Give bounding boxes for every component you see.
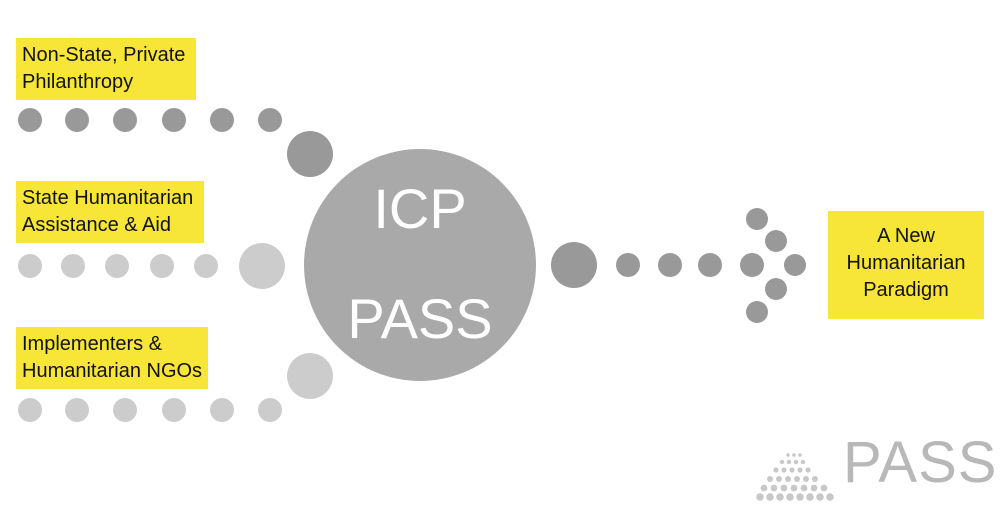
logo-dot: [816, 493, 824, 501]
state-dot: [18, 254, 42, 278]
logo-dot: [800, 459, 806, 465]
label-implementers-humanitarian-ngos: Implementers & Humanitarian NGOs: [16, 327, 208, 389]
logo-dot: [766, 493, 774, 501]
logo-dot: [812, 476, 818, 482]
logo-dot: [790, 484, 798, 492]
logo-dot: [810, 484, 818, 492]
center-text-pass: PASS: [347, 287, 492, 350]
implementers-dot-row: [18, 353, 333, 422]
state-large-dot: [239, 243, 285, 289]
logo-dot: [770, 484, 778, 492]
logo-dot: [794, 476, 800, 482]
implementers-dot: [258, 398, 282, 422]
logo-dot: [780, 484, 788, 492]
logo-dot: [798, 453, 802, 457]
label-line: Non-State, Private: [22, 44, 186, 66]
non-state-dot: [258, 108, 282, 132]
logo-dot: [776, 493, 784, 501]
logo-dot: [773, 467, 779, 473]
logo-dot: [779, 459, 785, 465]
label-line: Assistance & Aid: [22, 214, 171, 236]
center-text-icp: ICP: [373, 177, 466, 240]
output-dot: [698, 253, 722, 277]
logo-dot: [785, 476, 791, 482]
logo-dot: [789, 467, 795, 473]
state-dot: [194, 254, 218, 278]
non-state-dot: [210, 108, 234, 132]
label-line: Philanthropy: [22, 71, 134, 93]
logo-dot: [792, 453, 796, 457]
state-dot: [105, 254, 129, 278]
logo-dot: [803, 476, 809, 482]
label-line: A New: [877, 225, 935, 247]
label-new-humanitarian-paradigm: A New Humanitarian Paradigm: [828, 211, 984, 319]
non-state-dot: [162, 108, 186, 132]
logo-dot: [806, 493, 814, 501]
label-line: State Humanitarian: [22, 187, 194, 209]
state-dot: [150, 254, 174, 278]
arrow-dot: [784, 254, 806, 276]
label-line: Paradigm: [863, 279, 949, 301]
logo-dot: [781, 467, 787, 473]
implementers-dot: [210, 398, 234, 422]
non-state-dot: [65, 108, 89, 132]
center-node: ICP PASS: [304, 149, 536, 381]
logo-dot: [756, 493, 764, 501]
logo-dot: [760, 484, 768, 492]
logo-dot: [786, 493, 794, 501]
non-state-dot: [18, 108, 42, 132]
output-dot: [616, 253, 640, 277]
output-large-dot: [551, 242, 597, 288]
non-state-dot-row: [18, 108, 333, 177]
logo-dot: [793, 459, 799, 465]
center-circle: [304, 149, 536, 381]
logo-dot: [820, 484, 828, 492]
implementers-large-dot: [287, 353, 333, 399]
non-state-dot: [113, 108, 137, 132]
implementers-dot: [18, 398, 42, 422]
label-non-state-private-philanthropy: Non-State, Private Philanthropy: [16, 38, 196, 100]
logo-dot: [786, 459, 792, 465]
implementers-dot: [65, 398, 89, 422]
logo-dot: [826, 493, 834, 501]
arrow-dot: [746, 208, 768, 230]
non-state-large-dot: [287, 131, 333, 177]
state-dot-row: [18, 243, 285, 289]
output-dot-row: [551, 242, 764, 288]
label-line: Humanitarian: [846, 252, 966, 274]
label-state-humanitarian-assistance: State Humanitarian Assistance & Aid: [16, 181, 204, 243]
state-dot: [61, 254, 85, 278]
logo-dot: [786, 453, 790, 457]
implementers-dot: [113, 398, 137, 422]
arrow-dot: [765, 230, 787, 252]
logo-dot: [797, 467, 803, 473]
logo-dot: [776, 476, 782, 482]
pass-logo-dots: [756, 453, 834, 501]
label-line: Humanitarian NGOs: [22, 360, 203, 382]
logo-dot: [767, 476, 773, 482]
logo-dot: [800, 484, 808, 492]
logo-dot: [805, 467, 811, 473]
logo-dot: [796, 493, 804, 501]
pass-logo-text: PASS: [843, 430, 997, 495]
implementers-dot: [162, 398, 186, 422]
output-dot: [740, 253, 764, 277]
arrow-dot: [765, 278, 787, 300]
arrowhead-dots: [746, 208, 806, 323]
arrow-dot: [746, 301, 768, 323]
output-dot: [658, 253, 682, 277]
label-line: Implementers &: [22, 333, 163, 355]
